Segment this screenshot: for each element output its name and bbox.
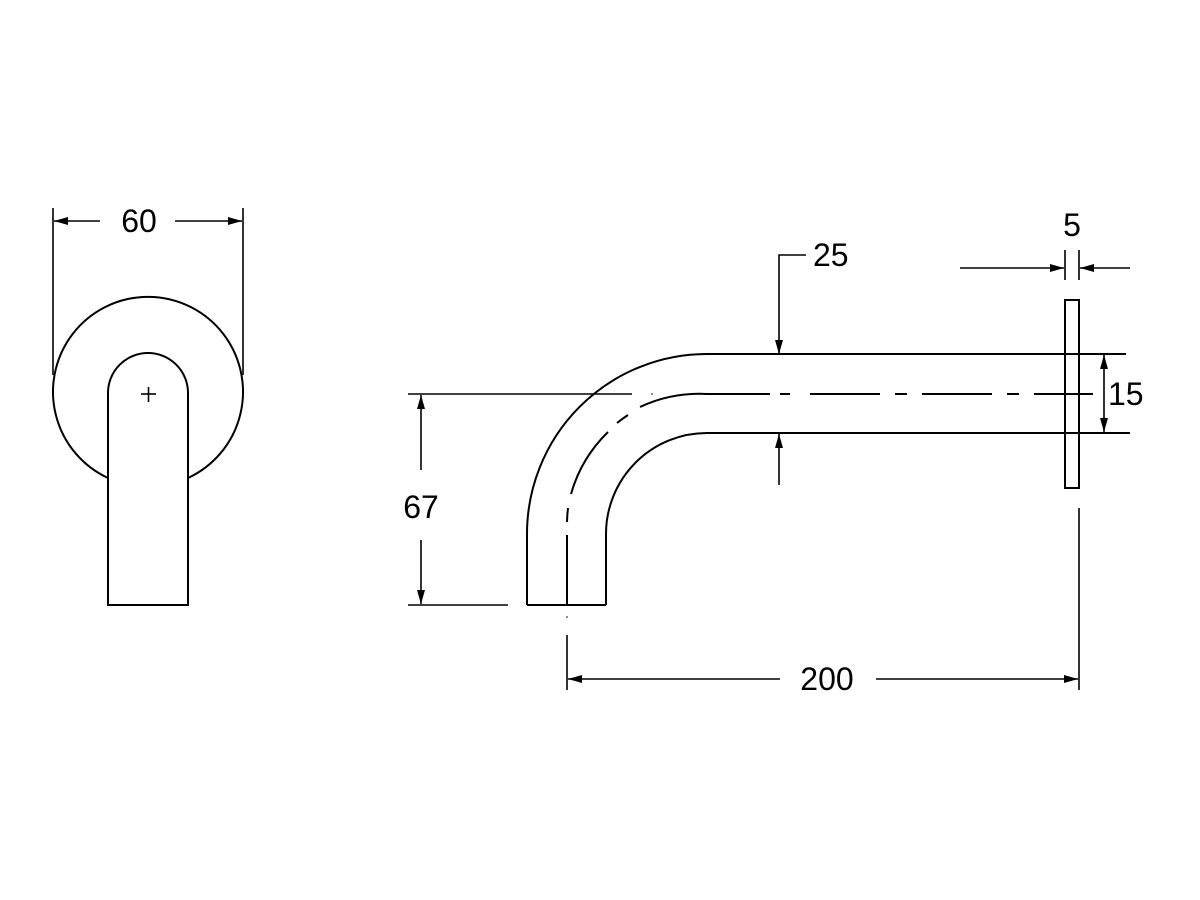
- centerline-arc-dash-4: [639, 392, 708, 408]
- handle-outline: [107, 352, 189, 606]
- centerline-dot-bottom: [566, 616, 568, 618]
- dimension-label-25: 25: [813, 237, 849, 273]
- spout-inner-line: [605, 432, 1130, 605]
- centerline-arc-dash-2: [570, 431, 609, 495]
- dimension-label-67: 67: [403, 489, 439, 525]
- dimension-label-200: 200: [800, 661, 853, 697]
- dimension-label-5: 5: [1063, 207, 1081, 243]
- wall-flange: [1064, 299, 1080, 489]
- dimension-label-15: 15: [1108, 376, 1144, 412]
- centerline-arc-dash-1: [566, 507, 569, 523]
- centerline-dot: [651, 393, 653, 395]
- centerline-arc-dash-3: [616, 414, 629, 424]
- spout-outer-line: [526, 353, 1126, 605]
- backplate-circle: [52, 295, 244, 479]
- dimension-label-60: 60: [121, 203, 157, 239]
- dimension-leader-25: [775, 254, 806, 354]
- front-view: 60: [52, 203, 244, 606]
- side-view: 25 5 15 67 200: [403, 207, 1143, 697]
